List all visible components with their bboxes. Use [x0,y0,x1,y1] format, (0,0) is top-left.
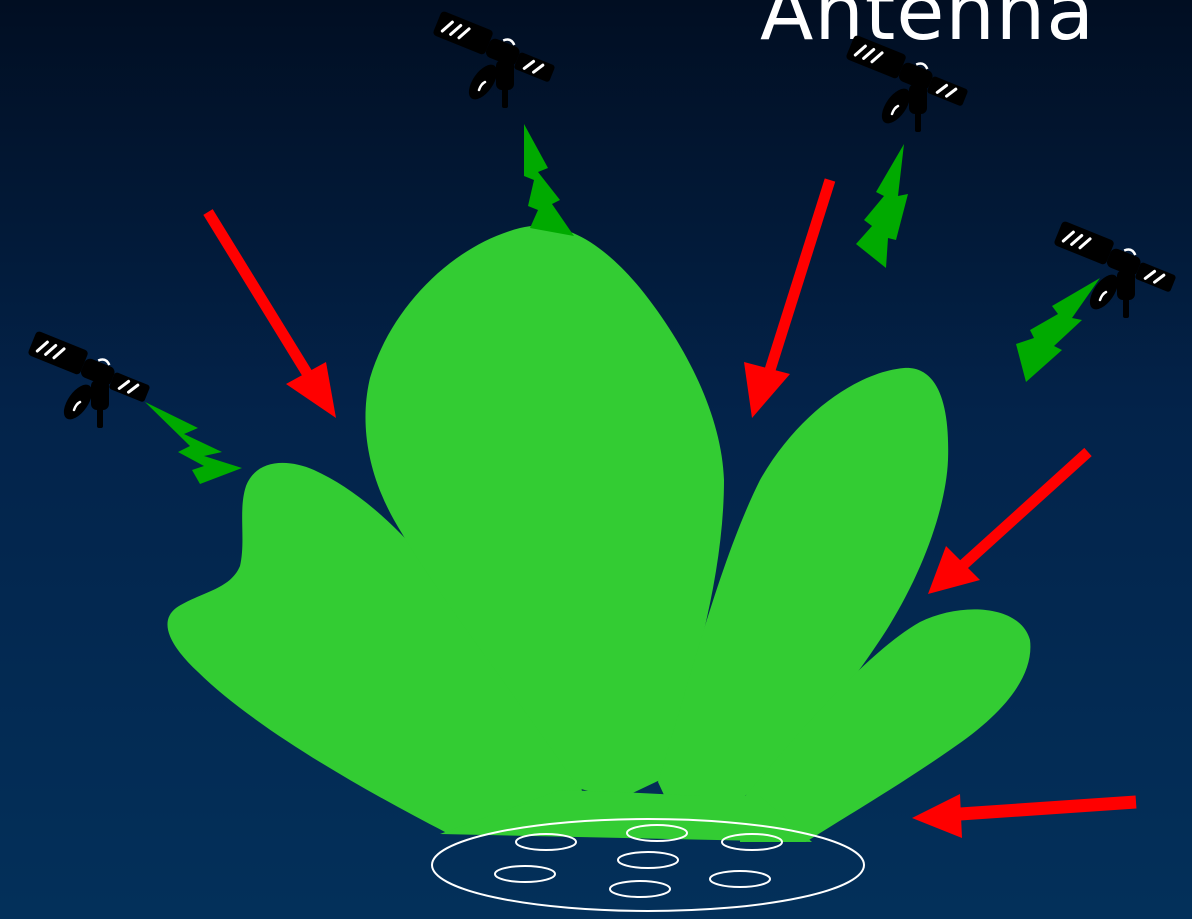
signal-bolt-icon [145,402,242,484]
satellite-icon [27,330,154,428]
interference-arrow [928,452,1088,594]
interference-arrow [744,180,830,418]
signal-bolt-icon [524,124,574,236]
antenna-element [516,834,576,850]
satellite-icon [845,34,972,132]
signal-bolt-icon [856,144,908,268]
interference-arrow [912,794,1136,838]
antenna-element [610,881,670,897]
interference-arrow [208,212,336,418]
satellite-icon [432,10,559,108]
antenna-element [618,852,678,868]
antenna-element [710,871,770,887]
antenna-element [495,866,555,882]
signal-bolt-icon [1016,278,1100,382]
